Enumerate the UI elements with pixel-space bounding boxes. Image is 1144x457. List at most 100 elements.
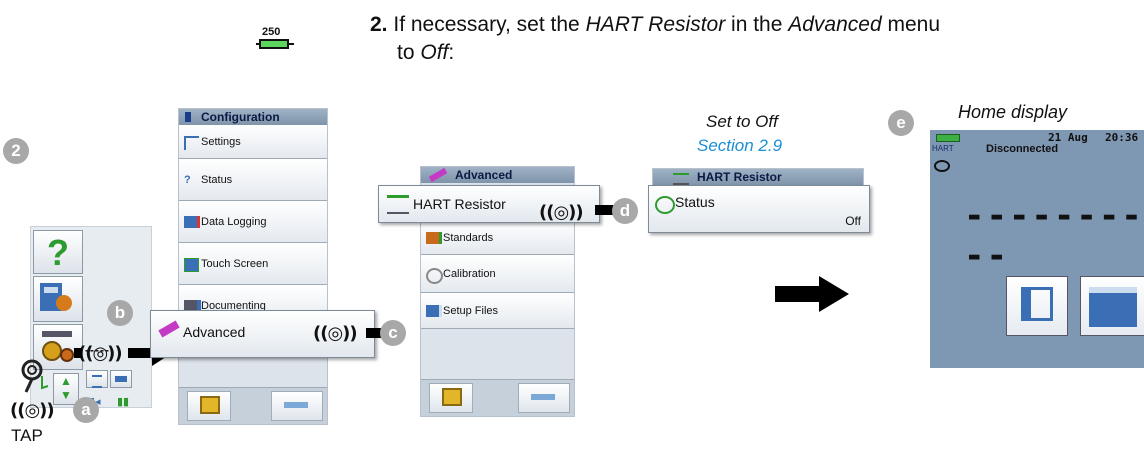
home-list-icon <box>1021 287 1053 321</box>
callout-e: e <box>888 110 914 136</box>
instruction-hart-resistor: HART Resistor <box>585 13 726 36</box>
back-button-2[interactable] <box>518 383 570 413</box>
section-reference-link[interactable]: Section 2.9 <box>697 136 783 155</box>
tap-wave-d: ((◎)) <box>539 202 584 223</box>
list-mini-button[interactable] <box>86 370 108 388</box>
gear-icon <box>42 331 74 362</box>
instruction-off: Off <box>420 41 449 64</box>
advanced-icon <box>158 320 180 338</box>
hart-tag: HART <box>932 144 954 153</box>
home-button[interactable] <box>187 391 231 421</box>
settings-icon <box>184 135 199 150</box>
hart-status-value: Off <box>845 214 861 228</box>
configuration-title-icon <box>185 112 191 122</box>
list-mini-icon <box>92 375 102 388</box>
left-dashes: ------ <box>85 343 115 357</box>
hart-resistor-icon <box>387 195 409 214</box>
hart-250-value: 250 <box>262 26 280 38</box>
advanced-title: Advanced <box>421 167 574 183</box>
hart-resistor-highlighted-item[interactable]: HART Resistor ((◎)) <box>378 185 600 223</box>
menu-item-standards[interactable]: Standards <box>421 221 574 255</box>
instruction-number: 2. <box>370 13 388 36</box>
scroll-icon: ▲▼ <box>60 374 72 402</box>
instruction-text: 2. If necessary, set the HART Resistor i… <box>370 11 1144 67</box>
home-icon <box>200 396 220 414</box>
hart-resistor-title-icon <box>673 173 689 185</box>
menu-item-settings-label: Settings <box>201 136 241 148</box>
status-icon: ? <box>184 173 191 186</box>
menu-item-documenting-label: Documenting <box>201 300 266 312</box>
menu-item-touch-screen[interactable]: Touch Screen <box>179 243 327 285</box>
callout-step: 2 <box>3 138 29 164</box>
instruction-line2-pre: to <box>397 41 421 64</box>
home-reading: ---------- <box>964 196 1144 276</box>
configuration-title: Configuration <box>179 109 327 125</box>
tap-wave-c: ((◎)) <box>313 323 358 344</box>
hart-resistor-highlighted-label: HART Resistor <box>413 196 506 212</box>
connection-status: Disconnected <box>986 143 1059 155</box>
display-mini-icon <box>115 376 127 382</box>
hart-250-icon: 250 <box>256 24 294 54</box>
big-right-arrow <box>775 276 849 312</box>
back-arrow-icon <box>284 402 308 408</box>
home-date: 21 Aug <box>1048 131 1088 144</box>
instruction-pre: If necessary, set the <box>393 13 586 36</box>
tap-wave-icon: ((◎)) <box>10 400 55 421</box>
set-to-off-label: Set to Off <box>706 112 778 131</box>
mini-status-icon-2: ▮▮ <box>117 396 130 408</box>
help-icon: ? <box>47 232 69 273</box>
home-icon-2 <box>442 388 462 406</box>
hart-status-item[interactable]: Status Off <box>648 185 870 233</box>
wiring-tile[interactable] <box>33 276 83 322</box>
documenting-icon <box>184 299 201 312</box>
menu-item-calibration[interactable]: Calibration <box>421 255 574 293</box>
hart-resistor-title: HART Resistor <box>653 169 863 185</box>
home-list-button[interactable] <box>1006 276 1068 336</box>
home-display-button[interactable] <box>1080 276 1144 336</box>
settings-tile[interactable] <box>33 324 83 370</box>
tap-target-icon <box>16 358 56 399</box>
callout-d: d <box>612 198 638 224</box>
help-tile[interactable]: ? <box>33 230 83 274</box>
touch-screen-icon <box>184 257 199 272</box>
menu-item-calibration-label: Calibration <box>443 268 496 280</box>
tap-label: TAP <box>11 426 43 445</box>
scroll-button[interactable]: ▲▼ <box>53 373 79 405</box>
home-time: 20:36 <box>1105 131 1139 144</box>
arrow-b-tail <box>74 348 82 358</box>
advanced-highlighted-item[interactable]: Advanced ((◎)) <box>150 310 375 358</box>
battery-icon <box>936 134 960 142</box>
tap-wave-b: ((◎)) <box>78 343 123 364</box>
hart-resistor-menu: HART Resistor <box>652 168 864 188</box>
instruction-mid2: menu <box>881 13 941 36</box>
advanced-highlighted-label: Advanced <box>183 324 246 340</box>
menu-item-touch-screen-label: Touch Screen <box>201 258 269 270</box>
callout-c: c <box>380 320 406 346</box>
wiring-icon <box>40 283 72 311</box>
menu-item-setup-files-label: Setup Files <box>443 305 499 317</box>
instruction-advanced: Advanced <box>788 13 882 36</box>
home-display-label: Home display <box>958 102 1068 122</box>
menu-item-standards-label: Standards <box>443 232 494 244</box>
instruction-mid: in the <box>725 13 789 36</box>
menu-item-settings[interactable]: Settings <box>179 125 327 159</box>
home-button-2[interactable] <box>429 383 473 413</box>
standards-icon <box>426 231 442 244</box>
arrow-d <box>595 205 615 215</box>
callout-b: b <box>107 300 133 326</box>
menu-item-status[interactable]: ? Status <box>179 159 327 201</box>
menu-item-data-logging[interactable]: Data Logging <box>179 201 327 243</box>
back-arrow-icon-2 <box>531 394 555 400</box>
setup-files-icon <box>426 304 442 317</box>
menu-item-data-logging-label: Data Logging <box>201 216 267 228</box>
menu-item-status-label: Status <box>201 174 233 186</box>
calibration-icon <box>426 267 443 284</box>
status-sub-icon <box>655 196 675 214</box>
hart-status-label: Status <box>675 194 715 210</box>
instruction-end: : <box>448 41 455 64</box>
callout-a: a <box>73 397 99 423</box>
back-button[interactable] <box>271 391 323 421</box>
home-display-icon <box>1089 287 1137 327</box>
menu-item-setup-files[interactable]: Setup Files <box>421 293 574 329</box>
display-mini-button[interactable] <box>110 370 132 388</box>
